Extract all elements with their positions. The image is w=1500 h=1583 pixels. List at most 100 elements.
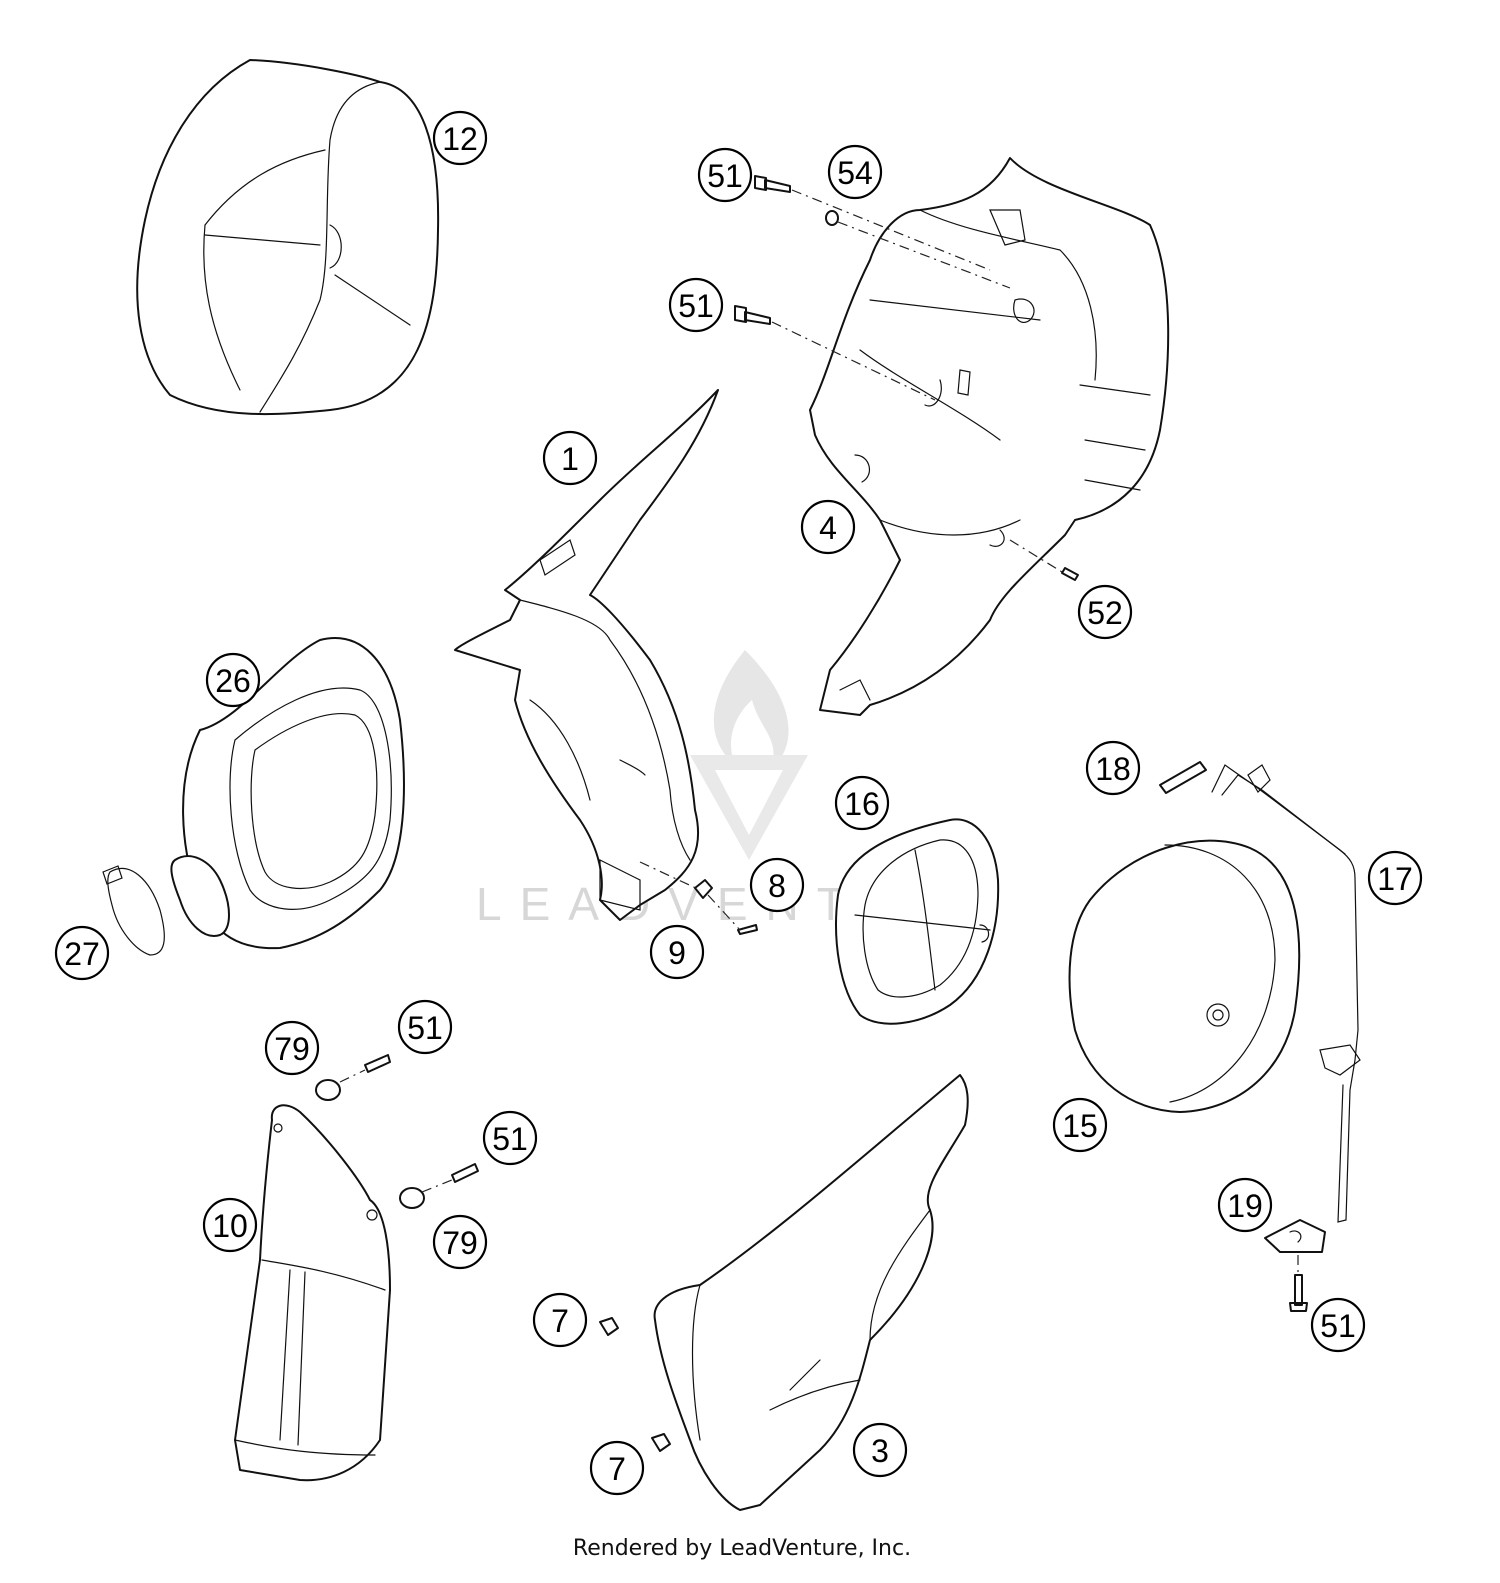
callout-7: 7 xyxy=(532,1292,588,1348)
callout-label: 15 xyxy=(1062,1108,1098,1144)
callout-54: 54 xyxy=(827,144,883,200)
part-1-frame xyxy=(454,389,719,921)
callout-16: 16 xyxy=(834,775,890,831)
bolt-52 xyxy=(1061,567,1079,581)
washer-54 xyxy=(825,210,839,226)
callout-circle xyxy=(532,1292,588,1348)
bolt-51-mid xyxy=(734,305,771,325)
leader-lines xyxy=(339,189,1299,1275)
callout-circle xyxy=(668,277,724,333)
callout-label: 7 xyxy=(608,1451,626,1487)
callout-label: 51 xyxy=(707,158,743,194)
bolt-51-right xyxy=(1289,1274,1308,1312)
bolt-51-top xyxy=(754,175,791,193)
bolt-51-low2 xyxy=(451,1163,479,1183)
callout-26: 26 xyxy=(205,652,261,708)
callout-label: 51 xyxy=(492,1121,528,1157)
callout-circle xyxy=(1077,584,1133,640)
clip-9 xyxy=(694,879,713,899)
part-26-filter xyxy=(170,637,405,950)
callout-circle xyxy=(432,1214,488,1270)
callout-circle xyxy=(834,775,890,831)
nut-7-top xyxy=(599,1317,619,1336)
callout-label: 51 xyxy=(1320,1308,1356,1344)
callout-label: 51 xyxy=(407,1010,443,1046)
callout-circle xyxy=(749,857,805,913)
callout-circle xyxy=(1052,1097,1108,1153)
grommet-79-low xyxy=(399,1187,425,1209)
callout-circle xyxy=(542,430,598,486)
callout-18: 18 xyxy=(1085,740,1141,796)
callout-1: 1 xyxy=(542,430,598,486)
part-15-filter xyxy=(1068,839,1301,1113)
callout-label: 79 xyxy=(442,1225,478,1261)
callout-label: 19 xyxy=(1227,1188,1263,1224)
callout-label: 9 xyxy=(668,935,686,971)
part-3-side-cover xyxy=(653,1074,969,1511)
callout-label: 54 xyxy=(837,155,873,191)
callout-circle xyxy=(1310,1297,1366,1353)
callout-label: 8 xyxy=(768,868,786,904)
callout-circle xyxy=(1367,850,1423,906)
callout-12: 12 xyxy=(432,110,488,166)
callout-51: 51 xyxy=(397,999,453,1055)
callout-circle xyxy=(264,1020,320,1076)
callout-label: 17 xyxy=(1377,861,1413,897)
callout-51: 51 xyxy=(697,147,753,203)
nut-7-low xyxy=(651,1433,671,1452)
callout-circle xyxy=(852,1422,908,1478)
part-12-cover xyxy=(136,59,440,416)
callout-3: 3 xyxy=(852,1422,908,1478)
part-19-clip xyxy=(1264,1219,1326,1253)
part-10-duct xyxy=(234,1104,391,1482)
callout-79: 79 xyxy=(264,1020,320,1076)
part-18-pin xyxy=(1159,761,1207,794)
callout-circle xyxy=(827,144,883,200)
footer-credit: Rendered by LeadVenture, Inc. xyxy=(573,1536,911,1561)
callout-label: 18 xyxy=(1095,751,1131,787)
callout-layer: 12 51 54 51 1 4 52 26 18 16 17 8 9 27 79 51 51 79 10 15 19 51… xyxy=(54,110,1423,1496)
grommet-79-top xyxy=(315,1079,341,1101)
screw-8 xyxy=(737,924,758,935)
callout-79: 79 xyxy=(432,1214,488,1270)
callout-label: 16 xyxy=(844,786,880,822)
part-4-airbox xyxy=(809,157,1170,716)
callout-label: 79 xyxy=(274,1031,310,1067)
callout-circle xyxy=(800,499,856,555)
callout-17: 17 xyxy=(1367,850,1423,906)
callout-circle xyxy=(649,924,705,980)
callout-51: 51 xyxy=(482,1110,538,1166)
watermark-v-logo xyxy=(690,755,808,860)
callout-label: 52 xyxy=(1087,595,1123,631)
callout-label: 26 xyxy=(215,663,251,699)
callout-circle xyxy=(397,999,453,1055)
callout-circle xyxy=(54,925,110,981)
bolt-51-low1 xyxy=(364,1054,391,1073)
callout-circle xyxy=(589,1440,645,1496)
callout-52: 52 xyxy=(1077,584,1133,640)
part-16-cage xyxy=(835,818,1000,1025)
callout-circle xyxy=(697,147,753,203)
callout-label: 51 xyxy=(678,288,714,324)
callout-label: 10 xyxy=(212,1208,248,1244)
part-17-bracket xyxy=(1211,764,1361,1223)
callout-51: 51 xyxy=(668,277,724,333)
callout-4: 4 xyxy=(800,499,856,555)
hardware xyxy=(315,175,1308,1452)
callout-circle xyxy=(1217,1177,1273,1233)
callout-9: 9 xyxy=(649,924,705,980)
part-27-clamp xyxy=(102,865,165,956)
callout-8: 8 xyxy=(749,857,805,913)
callout-circle xyxy=(205,652,261,708)
callout-label: 1 xyxy=(561,441,579,477)
callout-19: 19 xyxy=(1217,1177,1273,1233)
callout-circle xyxy=(482,1110,538,1166)
callout-label: 12 xyxy=(442,121,478,157)
callout-10: 10 xyxy=(202,1197,258,1253)
callout-label: 27 xyxy=(64,936,100,972)
callout-51: 51 xyxy=(1310,1297,1366,1353)
callout-27: 27 xyxy=(54,925,110,981)
callout-7: 7 xyxy=(589,1440,645,1496)
callout-circle xyxy=(202,1197,258,1253)
